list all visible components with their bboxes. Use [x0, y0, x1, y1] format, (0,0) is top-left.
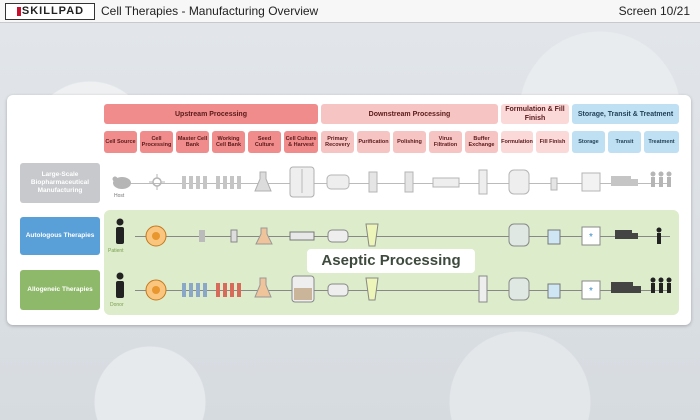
centrifuge-icon: [326, 174, 350, 190]
centrifuge-icon: [327, 229, 349, 243]
truck-icon: [611, 282, 641, 293]
step-storage: Storage: [572, 131, 605, 153]
top-bar: SKILLPAD Cell Therapies - Manufacturing …: [0, 0, 700, 23]
patients-group-icon: [650, 171, 672, 187]
tff-icon: [478, 169, 488, 195]
category-downstream: Downstream Processing: [321, 104, 498, 124]
flow-line-large-scale: [130, 183, 670, 184]
working-bank-vials-icon: [216, 176, 241, 189]
svg-text:*: *: [589, 286, 593, 297]
aseptic-processing-label: Aseptic Processing: [307, 249, 475, 273]
step-working-cell-bank: Working Cell Bank: [212, 131, 245, 153]
truck-icon: [611, 176, 638, 186]
step-seed-culture: Seed Culture: [248, 131, 281, 153]
page-title: Cell Therapies - Manufacturing Overview: [101, 4, 319, 18]
step-treatment: Treatment: [644, 131, 679, 153]
column-icon: [368, 171, 378, 193]
svg-text:*: *: [589, 232, 593, 243]
step-fill-finish: Fill Finish: [536, 131, 569, 153]
tff-icon: [478, 275, 488, 303]
vial-icon: [550, 177, 558, 191]
caption-donor: Donor: [110, 302, 124, 308]
donor-icon: [116, 272, 124, 298]
fill-bag-icon: [547, 229, 561, 245]
caption-host: Host: [114, 193, 125, 199]
cell-icon: [145, 225, 167, 247]
filter-icon: [432, 177, 460, 188]
freezer-icon: *: [581, 226, 601, 246]
truck-icon: [615, 230, 638, 239]
step-transit: Transit: [608, 131, 641, 153]
cell-icon: [145, 279, 167, 301]
formulation-bag-icon: [508, 223, 530, 247]
fill-bag-icon: [547, 283, 561, 299]
freezer-icon: *: [581, 280, 601, 300]
mouse-icon: [112, 176, 131, 189]
row-label-autologous: Autologous Therapies: [20, 217, 100, 255]
column-icon: [404, 171, 414, 193]
column-icon: [365, 223, 379, 247]
culture-bag-icon: [289, 231, 315, 241]
formulation-bag-icon: [508, 277, 530, 301]
vial-icon: [230, 229, 238, 243]
step-purification: Purification: [357, 131, 390, 153]
step-cell-culture-harvest: Cell Culture & Harvest: [284, 131, 318, 153]
centrifuge-icon: [327, 283, 349, 297]
patients-group-icon: [650, 277, 672, 293]
step-buffer-exchange: Buffer Exchange: [465, 131, 498, 153]
bioreactor-icon: [291, 275, 315, 303]
bioreactor-icon: [289, 166, 315, 198]
formulation-bag-icon: [508, 169, 530, 195]
category-upstream: Upstream Processing: [104, 104, 318, 124]
step-virus-filtration: Virus Filtration: [429, 131, 462, 153]
tube-icon: [199, 230, 205, 242]
skillpad-logo: SKILLPAD: [5, 3, 95, 20]
step-master-cell-bank: Master Cell Bank: [176, 131, 209, 153]
flask-icon: [254, 277, 272, 298]
flow-line-autologous: [135, 236, 670, 237]
working-bank-vials-icon: [216, 283, 241, 297]
step-primary-recovery: Primary Recovery: [321, 131, 354, 153]
column-icon: [365, 277, 379, 301]
step-cell-source: Cell Source: [104, 131, 137, 153]
caption-patient: Patient: [108, 248, 124, 254]
step-formulation: Formulation: [501, 131, 533, 153]
cell-bank-vials-icon: [182, 283, 207, 297]
cell-processing-icon: [149, 174, 165, 190]
freezer-icon: [581, 172, 601, 192]
step-cell-processing: Cell Processing: [140, 131, 173, 153]
flask-icon: [254, 171, 272, 192]
patient-icon: [116, 218, 124, 244]
category-storage: Storage, Transit & Treatment: [572, 104, 679, 124]
step-polishing: Polishing: [393, 131, 426, 153]
cell-bank-vials-icon: [182, 176, 207, 189]
patient-icon: [656, 227, 662, 244]
flask-icon: [255, 227, 273, 245]
row-label-allogeneic: Allogeneic Therapies: [20, 270, 100, 310]
category-formulation: Formulation & Fill Finish: [501, 104, 569, 124]
screen-counter: Screen 10/21: [618, 4, 690, 18]
row-label-large-scale: Large-Scale Biopharmaceutical Manufactur…: [20, 163, 100, 203]
flow-line-allogeneic: [135, 290, 670, 291]
